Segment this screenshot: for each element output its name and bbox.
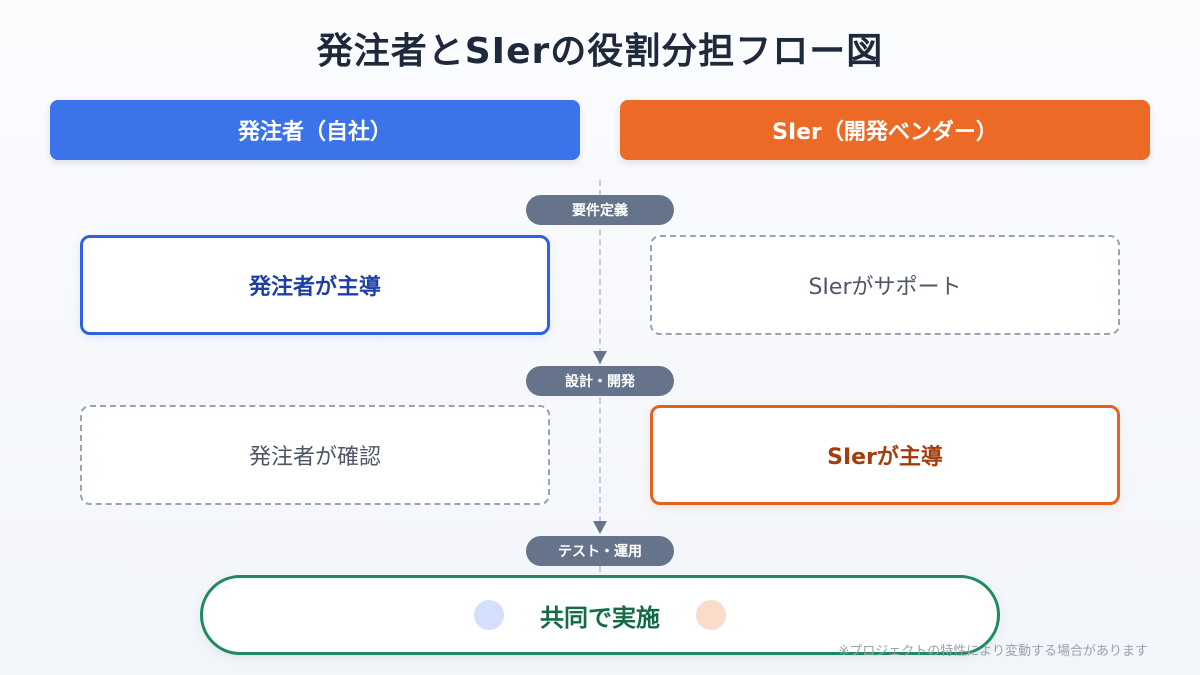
requirements-vendor-box: SIerがサポート bbox=[650, 235, 1120, 335]
joint-execution-box: 共同で実施 bbox=[200, 575, 1000, 655]
footnote: ※プロジェクトの特性により変動する場合があります bbox=[838, 644, 1148, 659]
client-column-header: 発注者（自社） bbox=[50, 100, 580, 160]
design-vendor-box: SIerが主導 bbox=[650, 405, 1120, 505]
vendor-column-header: SIer（開発ベンダー） bbox=[620, 100, 1150, 160]
design-client-box: 発注者が確認 bbox=[80, 405, 550, 505]
arrow-down-icon bbox=[593, 521, 607, 534]
diagram-title: 発注者とSIerの役割分担フロー図 bbox=[316, 31, 884, 72]
arrow-down-icon bbox=[593, 351, 607, 364]
phase-badge-requirements: 要件定義 bbox=[526, 195, 674, 225]
client-dot bbox=[474, 600, 504, 630]
phase-badge-test-ops: テスト・運用 bbox=[526, 536, 674, 566]
joint-label: 共同で実施 bbox=[540, 603, 660, 632]
requirements-client-box: 発注者が主導 bbox=[80, 235, 550, 335]
vendor-dot bbox=[696, 600, 726, 630]
phase-badge-design-dev: 設計・開発 bbox=[526, 366, 674, 396]
